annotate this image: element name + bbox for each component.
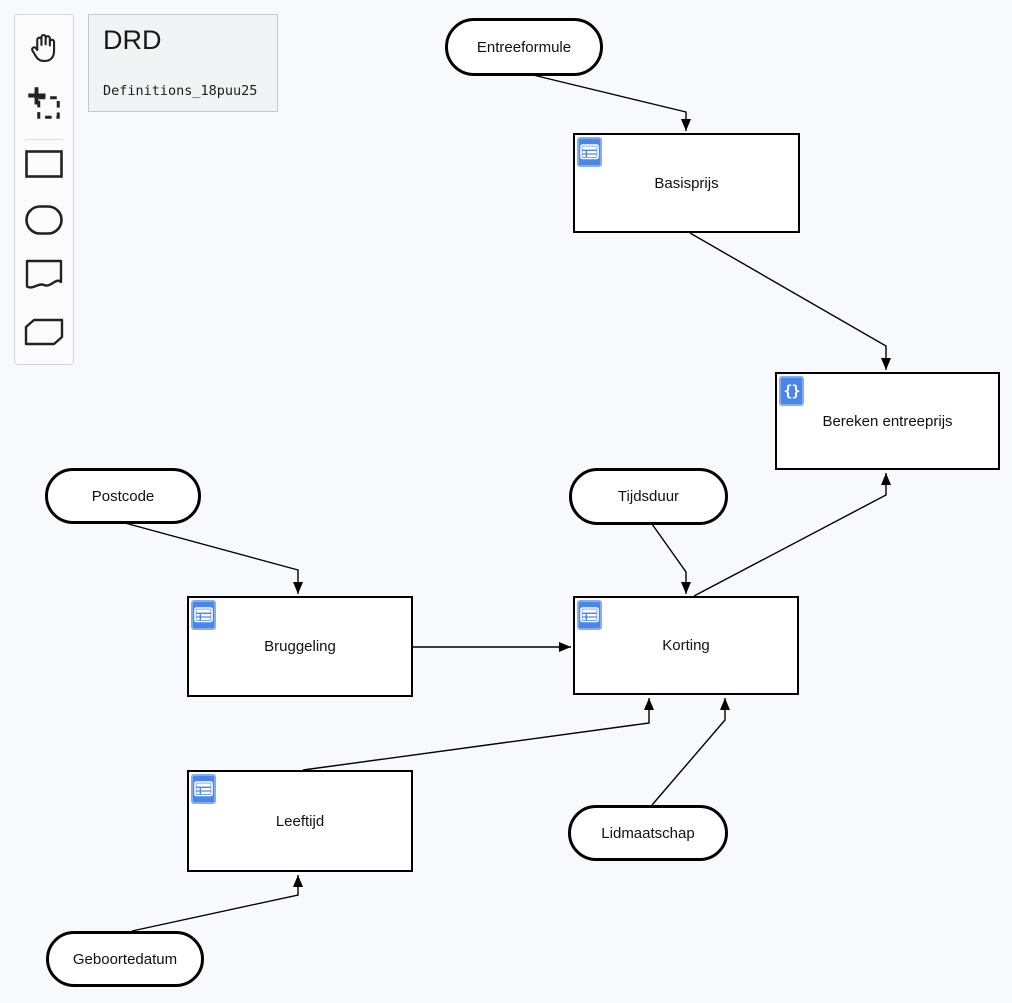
input-data-label: Lidmaatschap xyxy=(601,824,695,842)
input-data-postcode[interactable]: Postcode xyxy=(45,468,201,524)
edge-entreeformule-basisprijs[interactable] xyxy=(532,74,691,131)
input-data-label: Entreeformule xyxy=(476,38,572,56)
edge-korting-bereken-entreeprijs[interactable] xyxy=(693,473,891,597)
decision-label: Bruggeling xyxy=(264,638,336,655)
tool-palette xyxy=(14,14,74,365)
create-knowledge-source-button[interactable] xyxy=(22,256,66,300)
literal-expression-icon[interactable]: {} xyxy=(779,376,804,406)
input-data-lidmaatschap[interactable]: Lidmaatschap xyxy=(568,805,728,861)
edge-lidmaatschap-korting[interactable] xyxy=(651,698,730,806)
create-business-knowledge-model-button[interactable] xyxy=(22,312,66,356)
decision-leeftijd[interactable]: Leeftijd xyxy=(187,770,413,872)
definitions-id: Definitions_18puu25 xyxy=(103,83,258,99)
lasso-tool-button[interactable] xyxy=(22,83,66,127)
decision-basisprijs[interactable]: Basisprijs xyxy=(573,133,800,233)
input-data-geboortedatum[interactable]: Geboortedatum xyxy=(46,931,204,987)
decision-label: Leeftijd xyxy=(275,812,325,830)
drd-view-switcher[interactable]: DRD Definitions_18puu25 xyxy=(88,14,278,112)
clipped-rectangle-icon xyxy=(24,318,64,351)
input-data-entreeformule[interactable]: Entreeformule xyxy=(445,18,603,76)
decision-bereken-entreeprijs[interactable]: {} Bereken entreeprijs xyxy=(775,372,1000,470)
decision-label: Basisprijs xyxy=(654,174,719,192)
input-data-label: Geboortedatum xyxy=(72,950,178,968)
input-data-label: Tijdsduur xyxy=(617,488,680,505)
decision-table-icon[interactable] xyxy=(577,137,602,167)
stadium-icon xyxy=(25,204,63,240)
hand-icon xyxy=(26,29,62,70)
rectangle-icon xyxy=(25,149,63,183)
drd-title: DRD xyxy=(103,25,162,55)
create-decision-button[interactable] xyxy=(22,144,66,188)
edge-leeftijd-korting[interactable] xyxy=(302,698,654,771)
decision-table-icon[interactable] xyxy=(191,600,216,630)
decision-label: Korting xyxy=(662,637,710,654)
hand-tool-button[interactable] xyxy=(22,27,66,71)
lasso-icon xyxy=(26,85,62,126)
create-input-data-button[interactable] xyxy=(22,200,66,244)
input-data-label: Postcode xyxy=(91,487,155,505)
edge-tijdsduur-korting[interactable] xyxy=(651,523,691,594)
input-data-tijdsduur[interactable]: Tijdsduur xyxy=(569,468,728,525)
wavy-rectangle-icon xyxy=(25,259,63,298)
palette-separator xyxy=(25,139,63,140)
decision-table-icon[interactable] xyxy=(191,774,216,804)
decision-bruggeling[interactable]: Bruggeling xyxy=(187,596,413,697)
decision-table-icon[interactable] xyxy=(577,600,602,630)
decision-korting[interactable]: Korting xyxy=(573,596,799,695)
edge-basisprijs-bereken-entreeprijs[interactable] xyxy=(689,232,891,370)
edge-postcode-bruggeling[interactable] xyxy=(124,522,303,594)
decision-label: Bereken entreeprijs xyxy=(822,412,953,430)
edge-geboortedatum-leeftijd[interactable] xyxy=(131,875,303,932)
